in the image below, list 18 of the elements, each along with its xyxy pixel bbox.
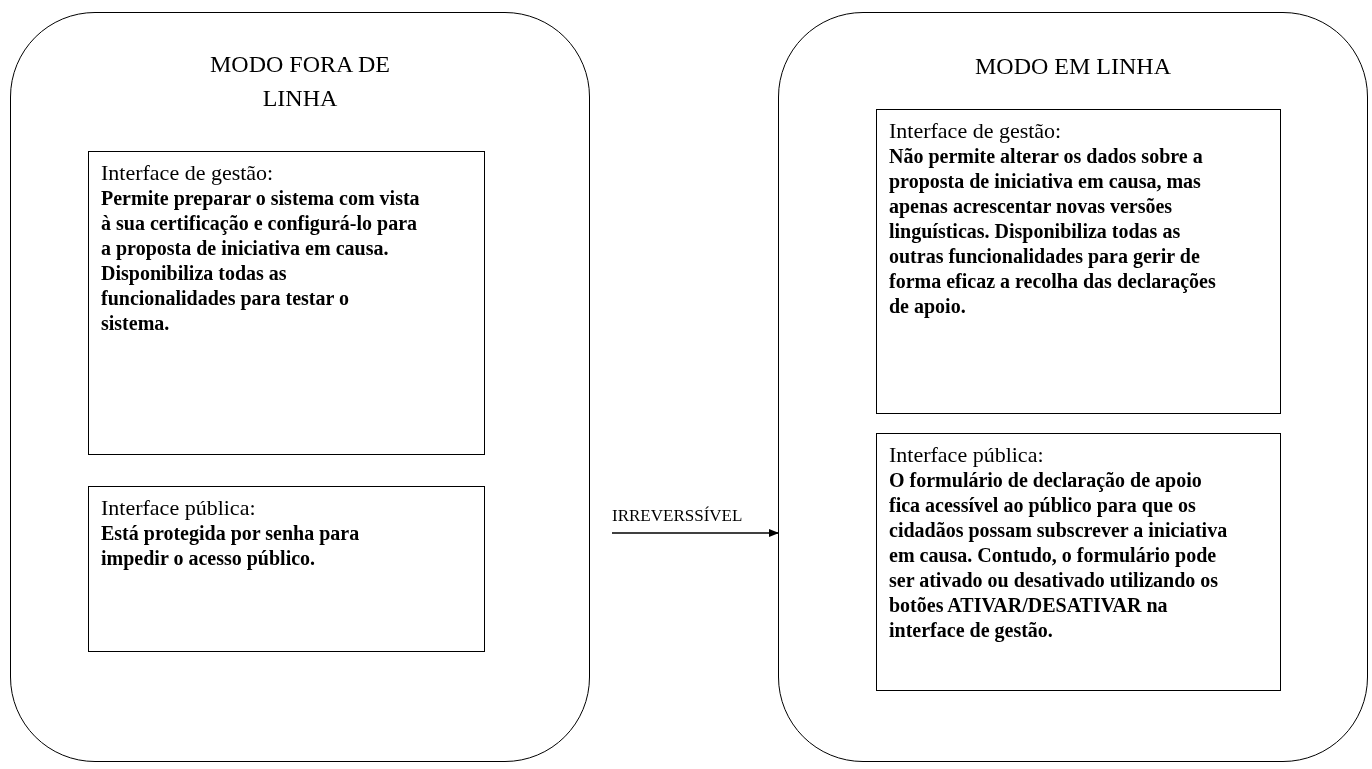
box-heading: Interface pública: [101,495,257,521]
box-text: Permite preparar o sistema com vista à sua certificação e configurá-lo para a proposta de iniciativa em causa. Disponibiliza todas as funcionalidades para testar o sistema. [101,186,421,336]
text-box [88,486,485,652]
panel-title: MODO FORA DE LINHA [209,50,391,113]
box-text: O formulário de declaração de apoio fica acessível ao público para que os cidadãos possam subscrever a iniciativa em causa. Contudo, o formulário pode ser ativado ou desativado utilizando os botões ATIVAR/DESATIVAR na interface de gestão. [889,468,1229,643]
text-box [88,151,485,455]
rounded-panel [778,12,1368,762]
rounded-panel [10,12,590,762]
text-box [876,109,1281,414]
text-box [876,433,1281,691]
box-heading: Interface pública: [889,442,1045,468]
panel-title: MODO EM LINHA [974,52,1172,81]
box-heading: Interface de gestão: [101,160,275,186]
box-heading: Interface de gestão: [889,118,1063,144]
box-text: Está protegida por senha para impedir o acesso público. [101,521,361,571]
arrow [611,529,779,537]
box-text: Não permite alterar os dados sobre a proposta de iniciativa em causa, mas apenas acrescentar novas versões linguísticas. Disponibiliza todas as outras funcionalidades para gerir de forma eficaz a recolha das declarações de apoio. [889,144,1217,319]
edge-label: IRREVERSSÍVEL [612,506,743,526]
